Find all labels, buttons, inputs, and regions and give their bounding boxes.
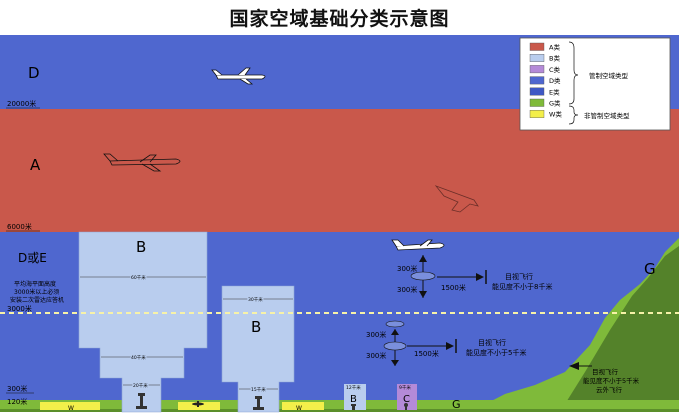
legend-swatch (529, 87, 545, 96)
altitude-20000-label: 20000米 (7, 99, 36, 108)
legend-brace (568, 105, 579, 125)
class-b-right-zone (221, 285, 295, 413)
vfr-upper-above: 300米 (397, 264, 417, 273)
dim-label: 15千米 (251, 386, 266, 393)
small-aircraft-icon (192, 401, 204, 407)
legend-controlled-label: 管制空域类型 (589, 71, 629, 80)
vfr-upper-title: 目视飞行 (505, 272, 533, 281)
control-tower-icon (404, 403, 408, 410)
altitude-6000-label: 6000米 (7, 222, 32, 231)
altitude-3000-label: 3000米 (7, 304, 32, 313)
cloud-icon (410, 271, 436, 281)
arrow-right-icon (446, 342, 454, 350)
transponder-note-line: 3000米以上必须 (14, 288, 59, 296)
class-g-right-label: G (644, 260, 656, 278)
arrow-left-icon (569, 362, 579, 370)
airliner-icon (103, 153, 181, 172)
legend-items: A类 B类 C类 D类 E类 G类 W类 (529, 42, 562, 119)
dim-label: 20千米 (133, 382, 148, 389)
vfr-g-line: 能见度不小于5千米 (583, 376, 640, 385)
control-tower-icon (351, 404, 356, 410)
altitude-300-label: 300米 (7, 384, 27, 393)
vfr-lower-title: 目视飞行 (478, 338, 506, 347)
altitude-120-label: 120米 (7, 397, 27, 406)
legend-label: A类 (549, 43, 560, 52)
class-w-zone (282, 402, 324, 410)
legend-swatch (529, 54, 545, 62)
vfr-upper-horizontal: 1500米 (441, 283, 466, 292)
legend-uncontrolled-label: 非管制空域类型 (584, 111, 630, 120)
cloud-icon (385, 320, 405, 328)
ground-base (0, 409, 679, 412)
class-c-zone (397, 384, 417, 410)
arrow-down-icon (419, 291, 427, 298)
vfr-g-line: 目视飞行 (592, 367, 619, 376)
class-d-upper-label: D (28, 64, 40, 82)
class-a-label: A (30, 156, 41, 174)
vfr-lower-visibility: 能见度不小于5千米 (466, 348, 526, 357)
arrow-down-icon (391, 360, 399, 366)
legend-label: W类 (549, 110, 562, 119)
class-g-bottom-label: G (452, 398, 461, 411)
diagram-title: 国家空域基础分类示意图 (229, 8, 450, 30)
transponder-note-line: 安装二次雷达应答机 (10, 296, 64, 304)
terrain-shadow (560, 246, 679, 412)
legend-swatch (529, 76, 545, 85)
class-b-small-label: B (350, 394, 357, 405)
transponder-note-line: 平均海平面高度 (14, 280, 56, 288)
class-w-label: W (68, 405, 74, 412)
dim-label: 40千米 (131, 354, 146, 361)
dim-label: 30千米 (248, 296, 263, 303)
legend-label: D类 (549, 76, 561, 85)
legend-swatch (529, 109, 545, 118)
class-d-or-e-label: D或E (18, 251, 47, 265)
class-b-left-label: B (136, 238, 146, 256)
legend-box (519, 37, 671, 131)
dim-label: 9千米 (399, 384, 411, 391)
legend-label: B类 (549, 54, 560, 63)
vfr-lower-below: 300米 (366, 351, 386, 360)
class-b-right-label: B (251, 318, 261, 336)
legend-swatch (529, 42, 545, 51)
class-c-label: C (403, 394, 410, 405)
dim-label: 60千米 (131, 274, 146, 281)
airliner-icon (391, 239, 445, 251)
legend-label: E类 (549, 87, 560, 96)
vfr-lower-above: 300米 (366, 330, 386, 339)
control-tower-icon (253, 396, 264, 410)
class-w-label: W (296, 405, 302, 412)
legend-label: C类 (549, 65, 561, 74)
vfr-upper-visibility: 能见度不小于8千米 (492, 282, 552, 291)
legend-brace (568, 41, 579, 105)
fighter-jet-icon (434, 185, 479, 213)
class-w-zone (40, 402, 100, 410)
vfr-upper-below: 300米 (397, 285, 417, 294)
arrow-up-icon (391, 329, 399, 335)
arrow-right-icon (476, 273, 484, 281)
control-tower-icon (136, 393, 147, 409)
arrow-up-icon (419, 255, 427, 262)
airliner-icon (211, 67, 266, 85)
dim-label: 12千米 (346, 384, 361, 391)
legend-label: G类 (549, 99, 561, 108)
class-b-small-zone (344, 384, 366, 410)
cloud-icon (383, 341, 407, 351)
vfr-g-line: 云外飞行 (596, 385, 623, 394)
legend-swatch (529, 65, 545, 74)
legend-swatch (529, 98, 545, 107)
vfr-lower-horizontal: 1500米 (414, 349, 439, 358)
